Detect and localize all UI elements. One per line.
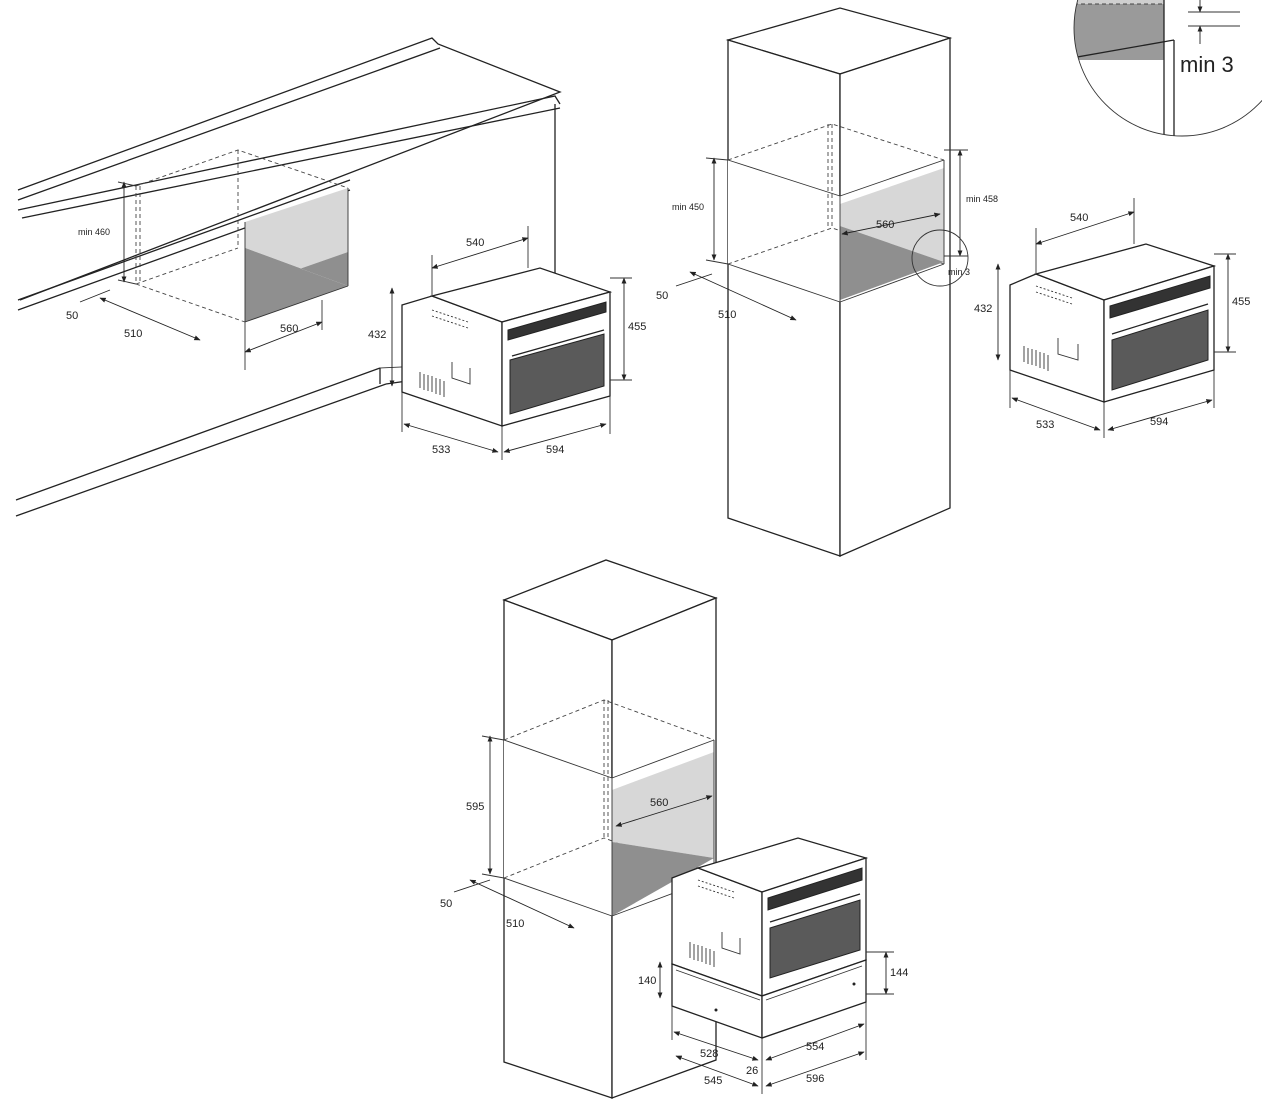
handle-bracket-icon <box>1057 338 1079 361</box>
handle-bracket-icon <box>451 362 471 385</box>
dim-545-label: 545 <box>704 1075 722 1087</box>
dim-min458-label: min 458 <box>966 194 998 204</box>
dim-560-label: 560 <box>280 323 298 335</box>
vent-grille-icon <box>689 942 715 967</box>
dim-50-label: 50 <box>66 310 78 322</box>
column-niche-dimensions: 595 560 50 510 <box>440 735 713 930</box>
view-tall-column: min 450 min 458 560 min 3 50 510 <box>656 0 1262 557</box>
handle-bracket-icon <box>721 932 741 955</box>
niche-dimensions: min 460 50 510 560 <box>66 181 323 370</box>
oven-2-dimensions: 540 432 455 533 594 <box>974 198 1250 438</box>
dim-26-label: 26 <box>746 1065 758 1077</box>
warming-drawer <box>671 959 867 1039</box>
vent-grille-icon <box>1023 346 1049 371</box>
dim-554-label: 554 <box>806 1041 824 1053</box>
tall-niche-dimensions: min 450 min 458 560 min 3 50 510 <box>656 149 998 321</box>
view-column-with-drawer: 595 560 50 510 <box>440 559 908 1099</box>
oven-3 <box>671 837 869 997</box>
oven-1-dimensions: 540 432 455 533 594 <box>368 226 646 460</box>
dim-432-label: 432 <box>368 329 386 341</box>
tall-cabinet-2 <box>502 559 718 1099</box>
dim-144-label: 144 <box>890 967 908 979</box>
countertop <box>17 37 562 360</box>
dim-560-label-2: 560 <box>876 219 894 231</box>
dim-50-label-3: 50 <box>440 898 452 910</box>
dim-595-label: 595 <box>466 801 484 813</box>
oven-2 <box>1009 243 1217 403</box>
dim-510-label-2: 510 <box>718 309 736 321</box>
dim-140-label: 140 <box>638 975 656 987</box>
dim-455-label: 455 <box>628 321 646 333</box>
dim-510-label: 510 <box>124 328 142 340</box>
oven-1 <box>401 267 613 427</box>
dim-596-label: 596 <box>806 1073 824 1085</box>
dim-540-label: 540 <box>466 237 484 249</box>
dim-594-label: 594 <box>546 444 564 456</box>
dim-540-label-2: 540 <box>1070 212 1088 224</box>
dim-560-label-3: 560 <box>650 797 668 809</box>
dim-533-label: 533 <box>432 444 450 456</box>
dim-533-label-2: 533 <box>1036 419 1054 431</box>
vent-grille-icon <box>419 372 445 397</box>
dim-455-label-2: 455 <box>1232 296 1250 308</box>
gap-detail: min 3 <box>1073 0 1262 137</box>
dim-min450-label: min 450 <box>672 202 704 212</box>
dim-min3-label: min 3 <box>948 267 970 277</box>
dim-432-label-2: 432 <box>974 303 992 315</box>
tall-cabinet <box>725 7 953 557</box>
niche-outline <box>135 149 349 323</box>
dim-594-label-2: 594 <box>1150 416 1168 428</box>
dim-50-label-2: 50 <box>656 290 668 302</box>
dim-528-label: 528 <box>700 1048 718 1060</box>
drawer-dimensions: 140 144 528 554 26 545 596 <box>638 951 908 1094</box>
dim-min460-label: min 460 <box>78 227 110 237</box>
detail-min3-label: min 3 <box>1180 52 1234 77</box>
detail-callout-circle <box>911 229 969 287</box>
view-undercounter: min 460 50 510 560 <box>15 37 646 517</box>
dim-510-label-3: 510 <box>506 918 524 930</box>
